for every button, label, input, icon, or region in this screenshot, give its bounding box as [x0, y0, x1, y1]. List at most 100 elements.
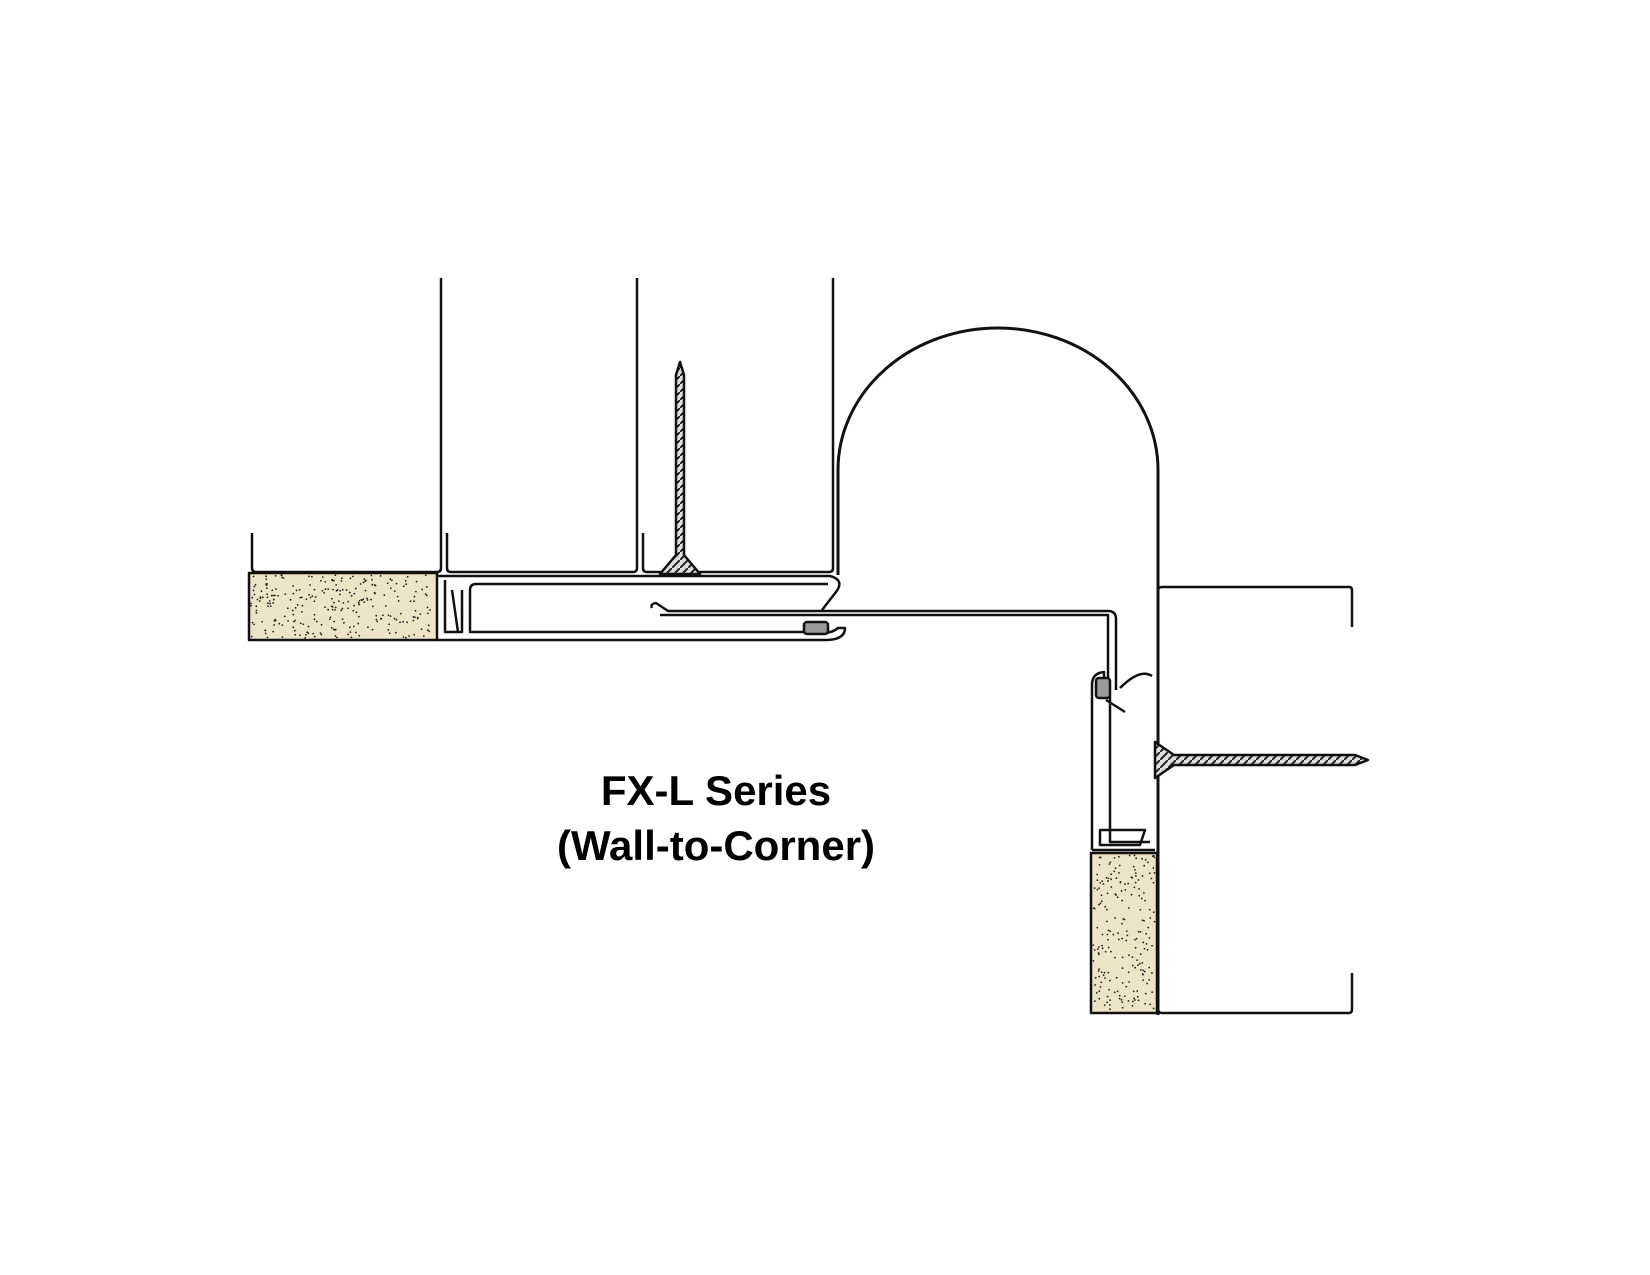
texture-dot — [391, 579, 393, 582]
texture-dot — [366, 599, 369, 601]
texture-dot — [292, 592, 295, 595]
texture-dot — [272, 630, 275, 633]
texture-dot — [1138, 888, 1140, 890]
texture-dot — [330, 605, 333, 608]
texture-dot — [253, 585, 256, 588]
texture-dot — [1117, 938, 1120, 941]
texture-dot — [370, 574, 373, 577]
texture-dot — [343, 621, 345, 624]
texture-dot — [1107, 938, 1109, 941]
texture-dot — [1118, 994, 1121, 997]
texture-dot — [414, 609, 417, 612]
texture-dot — [341, 588, 344, 591]
texture-dot — [357, 601, 360, 604]
texture-dot — [269, 602, 271, 605]
screw-horizontal — [1153, 740, 1370, 780]
texture-dot — [1100, 894, 1103, 897]
texture-dot — [1147, 926, 1150, 929]
texture-dot — [342, 602, 345, 604]
texture-dot — [1152, 867, 1155, 869]
texture-dot — [1137, 930, 1140, 933]
texture-dot — [413, 633, 416, 636]
texture-dot — [301, 604, 304, 607]
texture-dot — [333, 620, 335, 623]
texture-dot — [1153, 871, 1156, 874]
arch-cover — [836, 326, 1160, 1015]
texture-dot — [396, 595, 399, 598]
texture-dot — [268, 600, 271, 602]
texture-dot — [267, 605, 269, 608]
texture-dot — [424, 574, 427, 577]
texture-dot — [1109, 861, 1112, 864]
texture-dot — [427, 624, 430, 627]
texture-dot — [266, 593, 269, 596]
texture-dot — [1092, 944, 1095, 946]
texture-dot — [1151, 972, 1153, 974]
texture-dot — [280, 574, 283, 577]
texture-dot — [265, 583, 267, 585]
texture-dot — [425, 586, 428, 588]
texture-dot — [379, 617, 382, 620]
texture-dot — [352, 609, 355, 612]
texture-dot — [371, 605, 374, 608]
screw-vertical — [658, 360, 702, 576]
texture-dot — [1096, 948, 1099, 950]
texture-dot — [307, 625, 310, 628]
texture-dot — [298, 589, 301, 591]
texture-dot — [1124, 883, 1126, 886]
texture-dot — [358, 599, 361, 602]
texture-dot — [421, 588, 424, 591]
texture-dot — [304, 637, 307, 639]
texture-dot — [1121, 937, 1124, 940]
texture-dot — [1141, 962, 1144, 964]
texture-dot — [1142, 941, 1145, 944]
texture-dot — [1109, 930, 1111, 933]
texture-dot — [1148, 908, 1151, 911]
texture-dot — [283, 615, 286, 618]
texture-dot — [1103, 971, 1106, 974]
texture-dot — [1113, 856, 1116, 859]
texture-dot — [1112, 933, 1115, 936]
texture-dot — [324, 580, 327, 583]
texture-dot — [1139, 931, 1142, 933]
texture-dot — [311, 595, 314, 598]
texture-dot — [419, 613, 422, 615]
texture-dot — [1115, 976, 1118, 979]
texture-dot — [1151, 991, 1154, 994]
diagram-subtitle: (Wall-to-Corner) — [556, 822, 876, 869]
right-stud — [1156, 585, 1354, 1015]
texture-dot — [1099, 902, 1102, 905]
texture-dot — [294, 619, 297, 622]
texture-dot — [397, 600, 400, 602]
texture-dot — [250, 604, 252, 607]
texture-dot — [308, 593, 311, 596]
texture-dot — [264, 629, 267, 632]
texture-dot — [1149, 917, 1152, 919]
texture-dot — [1134, 966, 1137, 969]
texture-dot — [1108, 1003, 1111, 1006]
texture-dot — [335, 583, 338, 586]
texture-dot — [374, 584, 377, 587]
texture-dot — [294, 629, 296, 632]
texture-dot — [332, 588, 334, 591]
texture-dot — [1127, 882, 1130, 885]
texture-dot — [1102, 883, 1105, 885]
texture-dot — [1131, 956, 1134, 959]
texture-dot — [1100, 981, 1103, 984]
texture-dot — [1139, 953, 1142, 955]
texture-dot — [1144, 858, 1147, 861]
texture-dot — [273, 624, 275, 626]
texture-dot — [1115, 877, 1118, 880]
texture-dot — [1114, 917, 1117, 919]
texture-dot — [1142, 973, 1144, 976]
texture-dot — [390, 587, 392, 590]
texture-dot — [305, 598, 308, 601]
texture-dot — [1098, 856, 1101, 859]
texture-dot — [406, 621, 408, 624]
texture-dot — [364, 589, 367, 592]
texture-dot — [1113, 991, 1116, 994]
texture-dot — [1110, 950, 1112, 953]
texture-dot — [313, 588, 316, 591]
texture-dot — [1093, 887, 1096, 890]
